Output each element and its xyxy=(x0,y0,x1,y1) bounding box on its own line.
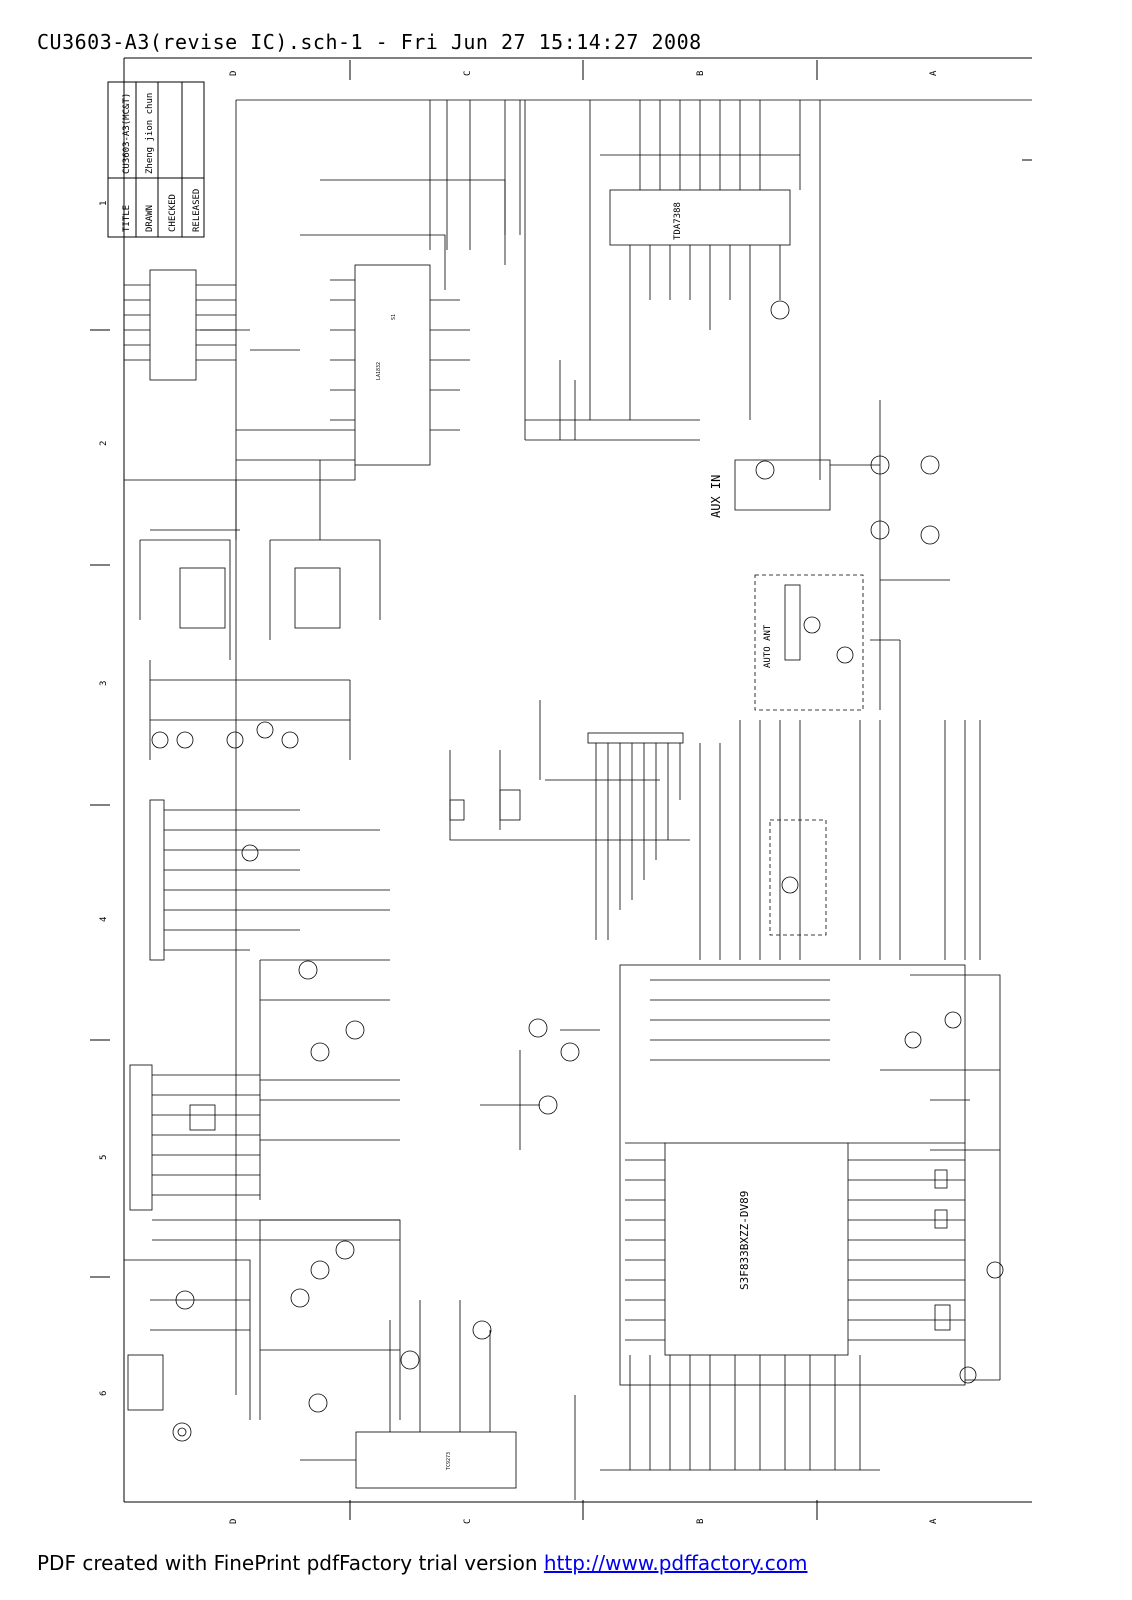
footer-link[interactable]: http://www.pdffactory.com xyxy=(543,1551,808,1575)
zone-label: D xyxy=(229,71,239,76)
zone-label: B xyxy=(696,71,706,76)
zone-label: D xyxy=(229,1519,239,1524)
zone-labels-top: D C B A xyxy=(229,70,939,76)
row-label: 2 xyxy=(99,441,109,446)
auto-ant-label: AUTO ANT xyxy=(763,624,773,668)
drawn-label: DRAWN xyxy=(145,205,155,232)
component-labels: LA1832 S1 TDA7388 S3F833BXZZ-DV89 TC9273 xyxy=(376,202,751,1470)
pdf-footer: PDF created with FinePrint pdfFactory tr… xyxy=(37,1551,808,1575)
main-ic-label: S3F833BXZZ-DV89 xyxy=(738,1191,751,1290)
tuner-ic-ref: S1 xyxy=(391,314,397,320)
footer-text: PDF created with FinePrint pdfFactory tr… xyxy=(37,1551,544,1575)
row-label: 5 xyxy=(99,1155,109,1160)
title-value: CU3603-A3(MC&T) xyxy=(122,93,132,174)
row-label: 4 xyxy=(99,917,109,922)
zone-label: B xyxy=(696,1519,706,1524)
title-block xyxy=(107,81,205,238)
checked-label: CHECKED xyxy=(168,194,178,232)
bottom-ic-label: TC9273 xyxy=(446,1452,452,1470)
amp-ic-label: TDA7388 xyxy=(673,202,683,240)
row-labels: 1 2 3 4 5 6 xyxy=(99,201,109,1396)
schematic-wiring xyxy=(124,99,1032,1500)
released-label: RELEASED xyxy=(192,189,202,232)
title-label: TITLE xyxy=(122,205,132,232)
aux-in-label: AUX IN xyxy=(709,475,723,518)
document-header: CU3603-A3(revise IC).sch-1 - Fri Jun 27 … xyxy=(37,30,702,54)
zone-label: C xyxy=(463,1519,473,1524)
sheet-border xyxy=(90,57,1032,1520)
row-label: 3 xyxy=(99,681,109,686)
zone-label: C xyxy=(463,71,473,76)
tuner-ic-label: LA1832 xyxy=(376,362,382,380)
zone-labels-bottom: D C B A xyxy=(229,1518,939,1524)
row-label: 1 xyxy=(99,201,109,206)
zone-label: A xyxy=(929,1518,939,1524)
drawn-value: Zheng jion chun xyxy=(145,93,155,174)
row-label: 6 xyxy=(99,1391,109,1396)
zone-label: A xyxy=(929,70,939,76)
